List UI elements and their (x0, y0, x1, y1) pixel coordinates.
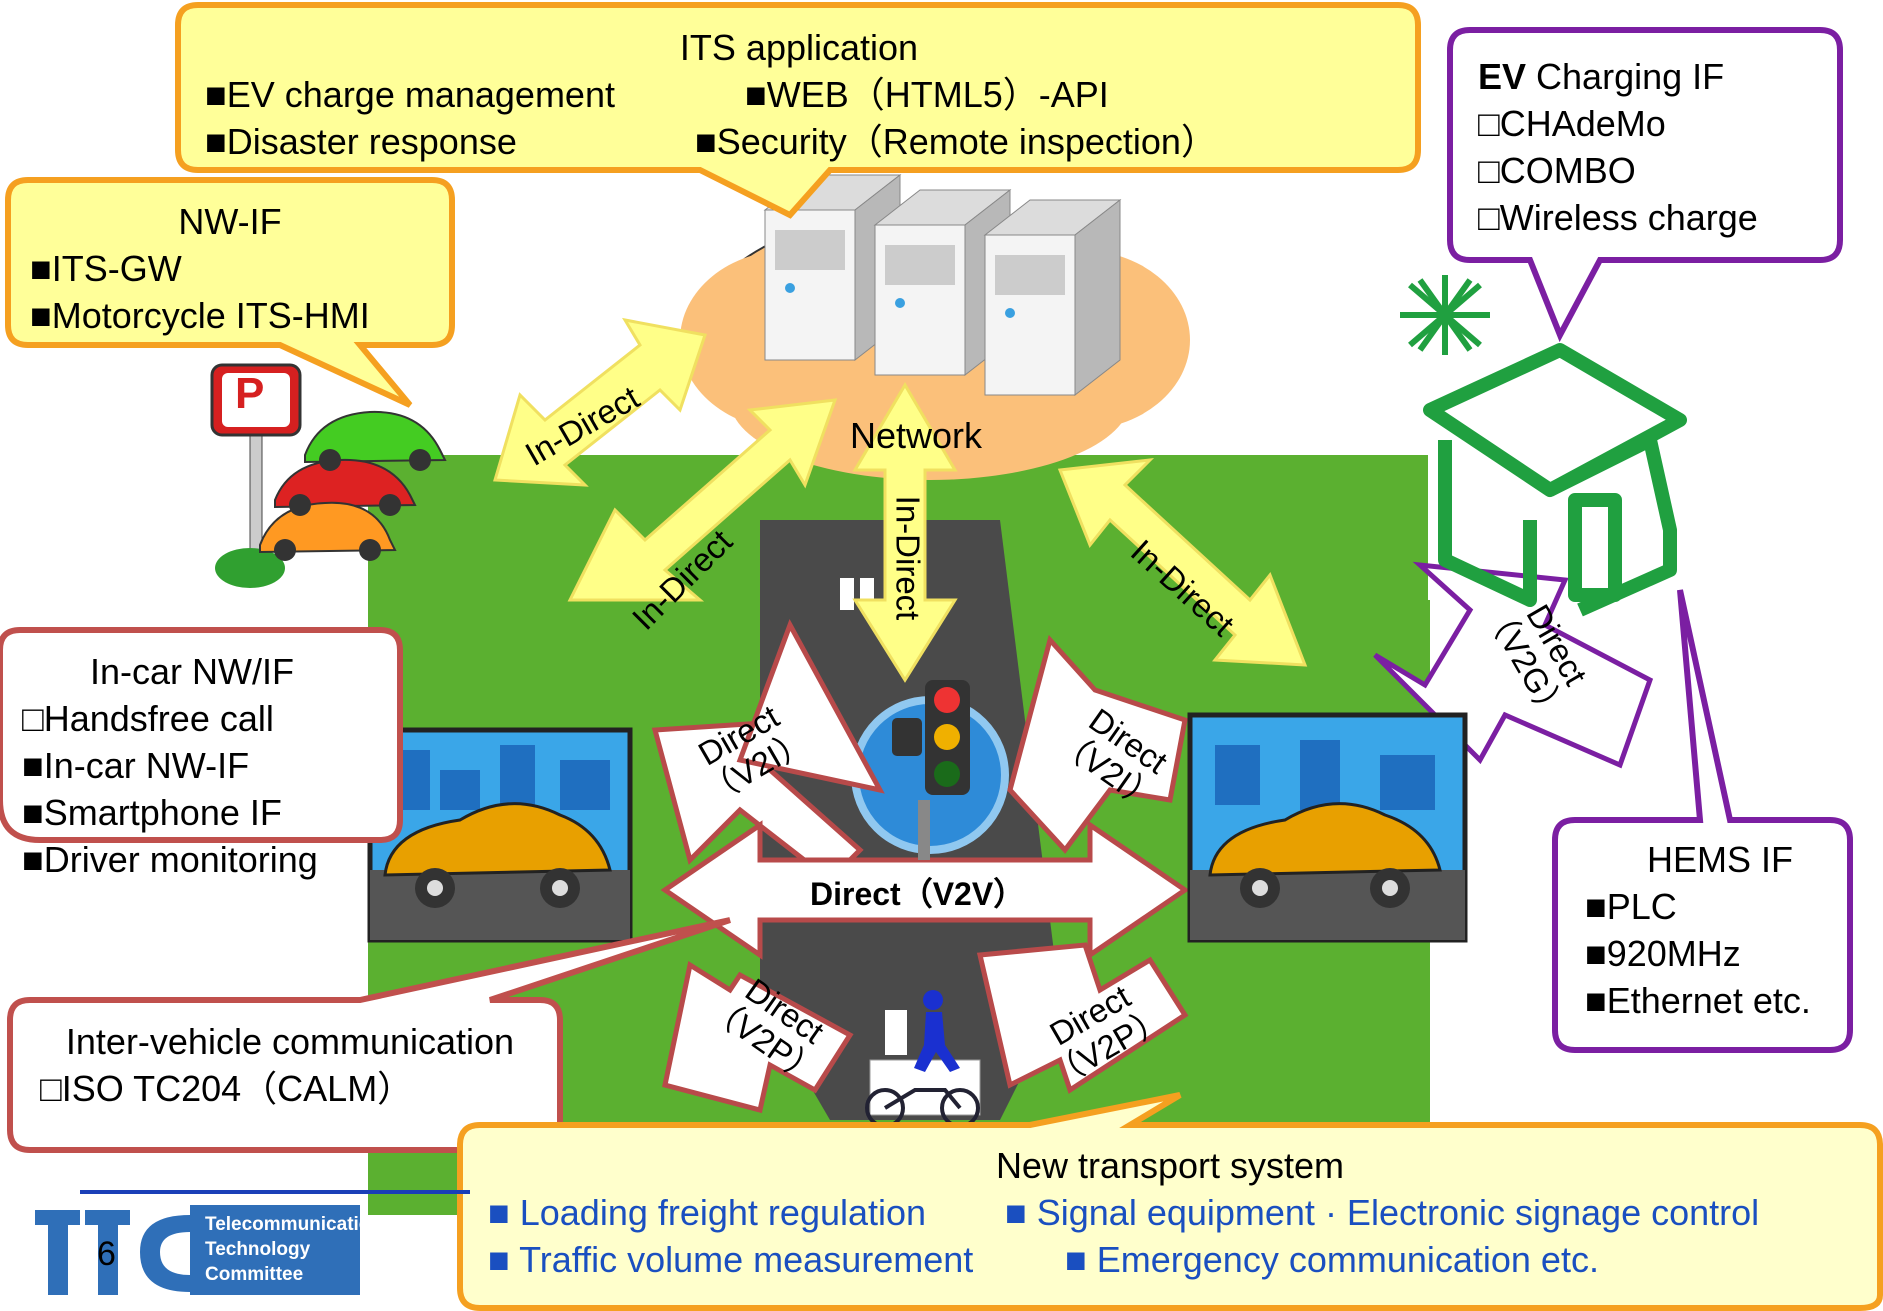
ev-charging-item: □COMBO (1478, 150, 1636, 191)
transport-item: ■ Emergency communication etc. (1065, 1239, 1599, 1280)
server-icons (763, 173, 1122, 397)
callout-incar-bg (0, 627, 403, 843)
intervehicle-callout: Inter-vehicle communication □ISO TC204（C… (40, 1018, 560, 1112)
hems-item: ■Ethernet etc. (1585, 980, 1811, 1021)
callout-its-app-bg (175, 2, 1421, 219)
nw-if-item: ■Motorcycle ITS-HMI (30, 295, 370, 336)
callout-transport-bg (457, 1092, 1883, 1311)
nw-if-title: NW-IF (178, 201, 282, 242)
indirect-arrow-left (493, 317, 707, 487)
its-item-web-api: ■WEB（HTML5）-API (745, 74, 1109, 115)
hems-item: ■PLC (1585, 886, 1677, 927)
direct-v2v-arrow (660, 820, 1190, 960)
road-crosswalk-top (840, 578, 854, 610)
ttc-logo-text: Telecommunication Technology Committee (205, 1212, 382, 1287)
indirect-arrow-center-left (567, 398, 838, 602)
indirect-arrows (493, 317, 1308, 683)
car-scene-left (367, 727, 633, 943)
transport-item: ■ Signal equipment · Electronic signage … (1005, 1192, 1760, 1233)
pedestrian-icon (914, 990, 960, 1072)
sun-icon (1400, 275, 1490, 355)
parked-car-green (304, 410, 447, 464)
its-item-disaster: ■Disaster response (205, 121, 517, 162)
network-label: Network (850, 415, 983, 456)
car-scene-right (1187, 712, 1468, 943)
server-icon (983, 198, 1122, 397)
intervehicle-title: Inter-vehicle communication (65, 1021, 515, 1062)
indirect-arrow-right (1057, 458, 1308, 667)
incar-callout: In-car NW/IF □Handsfree call ■In-car NW-… (22, 648, 398, 883)
ttc-logo (35, 1205, 360, 1295)
parking-sign-letter: P (235, 369, 265, 418)
indirect-arrow-center (852, 382, 958, 683)
ev-charging-title-rest: Charging IF (1526, 56, 1725, 97)
its-application-title: ITS application (679, 27, 919, 68)
parked-car-red (274, 458, 417, 509)
ev-charging-title-bold: EV (1478, 56, 1527, 97)
incar-title: In-car NW/IF (90, 651, 294, 692)
ev-charging-item: □Wireless charge (1478, 197, 1758, 238)
its-item-security: ■Security（Remote inspection） (695, 121, 1217, 162)
callout-nw-if-bg (5, 177, 455, 408)
logo-line: Committee (205, 1264, 304, 1285)
its-application-callout: ITS application ■EV charge management ■W… (180, 24, 1418, 162)
parked-car-orange (259, 501, 397, 554)
its-item-ev-charge: ■EV charge management (205, 74, 615, 115)
hems-title: HEMS IF (1646, 839, 1793, 880)
page-number: 6 (97, 1235, 116, 1273)
incar-item: ■In-car NW-IF (22, 745, 250, 786)
bush (215, 548, 285, 588)
transport-callout: New transport system ■ Loading freight r… (470, 1142, 1878, 1280)
hems-item: ■920MHz (1585, 933, 1741, 974)
direct-v2p-right (976, 942, 1189, 1094)
incar-item: ■Smartphone IF (22, 792, 282, 833)
hems-callout: HEMS IF ■PLC ■920MHz ■Ethernet etc. (1585, 836, 1845, 1024)
callout-hems-bg (1552, 589, 1853, 1053)
direct-v2p-left (662, 960, 854, 1114)
ev-charging-item: □CHAdeMo (1478, 103, 1666, 144)
ev-charging-callout: EV Charging IF □CHAdeMo □COMBO □Wireless… (1478, 53, 1838, 241)
nw-if-callout: NW-IF ■ITS-GW ■Motorcycle ITS-HMI (30, 198, 450, 339)
transport-title: New transport system (995, 1145, 1345, 1186)
direct-v2i-left-head (736, 618, 885, 794)
incar-item: ■Driver monitoring (22, 839, 318, 880)
nw-if-item: ■ITS-GW (30, 248, 182, 289)
traffic-light (892, 680, 970, 860)
logo-line: Technology (205, 1239, 311, 1260)
logo-line: Telecommunication (205, 1214, 383, 1235)
indirect-label: In-Direct (889, 495, 927, 621)
transport-item: ■ Traffic volume measurement (488, 1239, 974, 1280)
callout-ev-charging-bg (1447, 27, 1843, 343)
ev-charging-title: EV Charging IF (1478, 53, 1838, 100)
intervehicle-item: □ISO TC204（CALM） (40, 1068, 414, 1109)
incar-item: □Handsfree call (22, 698, 274, 739)
pedestrian-crossing (865, 990, 981, 1128)
house-icon (1423, 343, 1687, 617)
direct-v2i-right (1007, 634, 1188, 854)
transport-item: ■ Loading freight regulation (488, 1192, 927, 1233)
direct-v2v-label: Direct（V2V） (810, 876, 1026, 912)
parking-area (210, 363, 447, 588)
direct-arrows (651, 618, 1190, 1114)
